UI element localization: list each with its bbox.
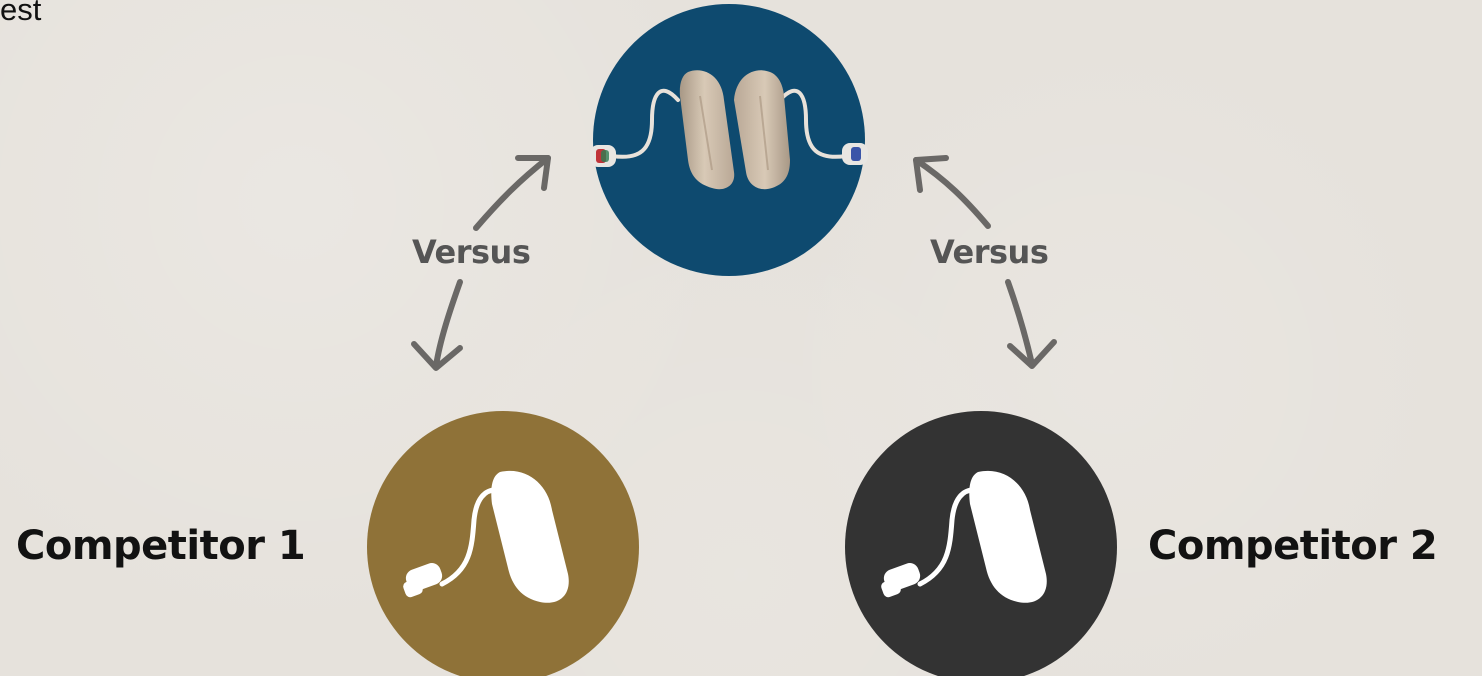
right-ear-dome-icon bbox=[842, 143, 868, 165]
center-product bbox=[590, 4, 868, 276]
competitor-2-node bbox=[845, 411, 1117, 676]
competitor-1-label: Competitor 1 bbox=[16, 521, 305, 571]
versus-label-left: Versus bbox=[412, 232, 530, 272]
versus-label-right: Versus bbox=[930, 232, 1048, 272]
competitor-2-label: Competitor 2 bbox=[1148, 521, 1437, 571]
competitor-1-node bbox=[367, 411, 639, 676]
left-ear-dome-icon bbox=[590, 145, 616, 167]
